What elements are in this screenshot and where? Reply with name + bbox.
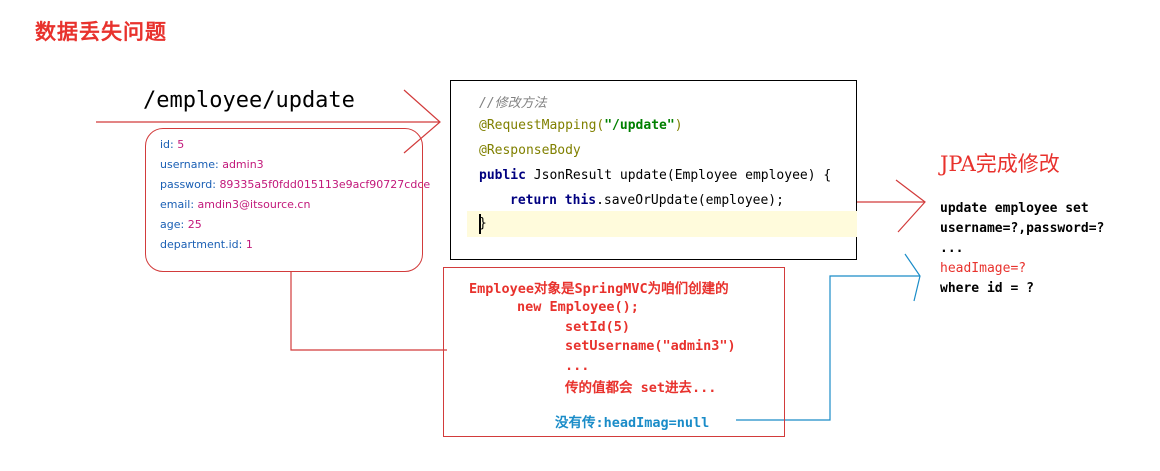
sql-line-1: update employee set [940,201,1089,216]
field-id: id: 5 [160,138,185,151]
field-age: age: 25 [160,218,202,231]
fields-to-explanation-line [290,272,447,351]
missing-to-headimage-line [736,275,920,421]
missing-to-headimage-head [904,253,921,302]
code-method-signature: public JsonResult update(Employee employ… [479,168,832,183]
explanation-line-1: Employee对象是SpringMVC为咱们创建的 [469,281,729,297]
field-email: email: amdin3@itsource.cn [160,198,311,211]
code-return-line: return this.saveOrUpdate(employee); [510,193,784,208]
text-caret [479,214,481,234]
explanation-line-5: ... [565,358,590,374]
explanation-line-2: new Employee(); [517,299,639,315]
request-fields-box: id: 5 username: admin3 password: 89335a5… [145,128,431,272]
request-url: /employee/update [143,88,355,113]
sql-line-3: ... [940,241,964,256]
code-comment: //修改方法 [479,96,547,111]
explanation-line-4: setUsername("admin3") [565,338,736,354]
explanation-line-3: setId(5) [565,319,631,335]
field-password: password: 89335a5f0fdd015113e9acf90727cd… [160,178,431,191]
controller-code-box: //修改方法 @RequestMapping("/update") @Respo… [450,80,857,260]
explanation-line-6: 传的值都会 set进去... [565,380,717,396]
sql-line-where: where id = ? [940,281,1034,296]
jpa-title: JPA完成修改 [940,152,1060,176]
sql-line-headimage: headImage=? [940,261,1027,276]
explanation-missing: 没有传:headImag=null [555,415,710,431]
field-username: username: admin3 [160,158,264,171]
code-to-sql-head [895,179,926,233]
code-response-body: @ResponseBody [479,143,581,158]
current-line-highlight [467,211,857,237]
explanation-box: Employee对象是SpringMVC为咱们创建的 new Employee(… [443,267,785,437]
page-title: 数据丢失问题 [35,19,167,44]
sql-line-2: username=?,password=? [940,221,1105,236]
code-request-mapping: @RequestMapping("/update") [479,118,683,133]
field-department-id: department.id: 1 [160,238,253,251]
code-close-brace: } [479,216,487,231]
